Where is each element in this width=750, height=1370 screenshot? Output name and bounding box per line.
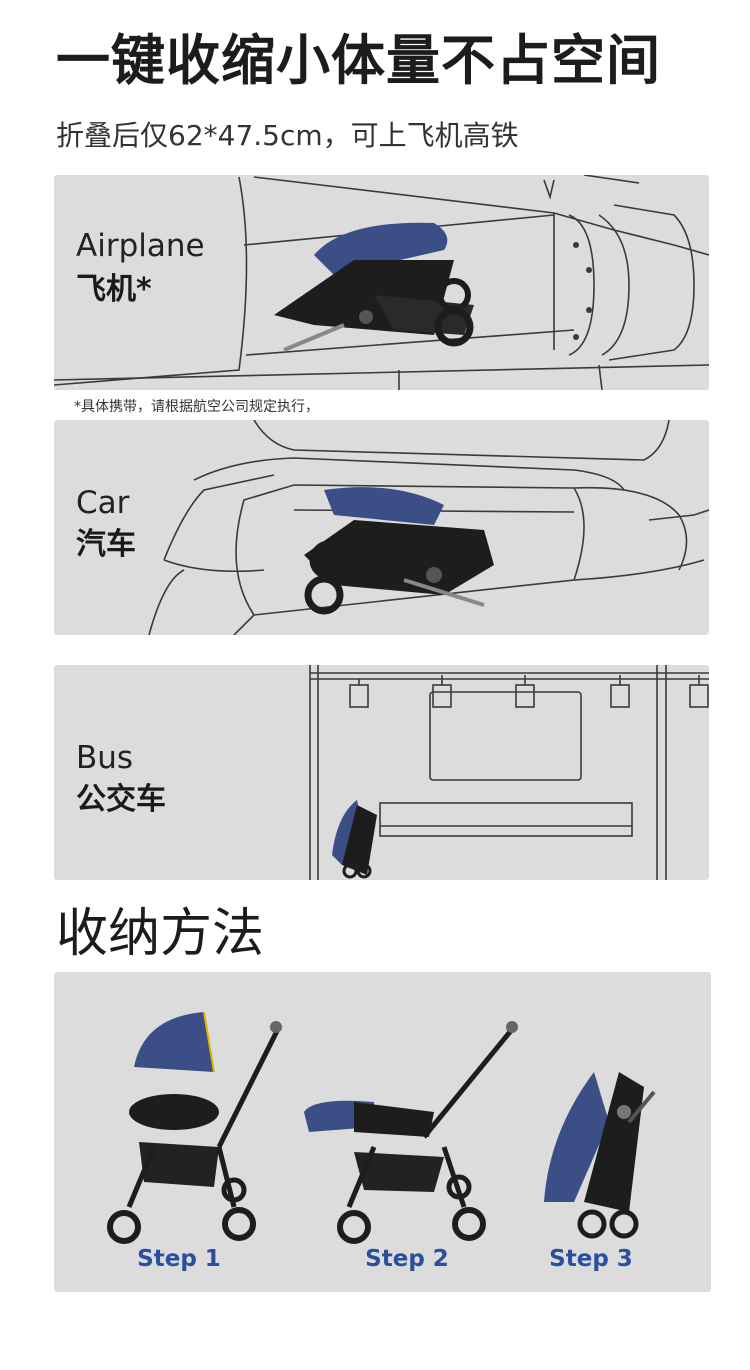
airplane-scene: Airplane 飞机* [54, 175, 709, 390]
car-scene: Car 汽车 [54, 420, 709, 635]
step-3-label: Step 3 [549, 1246, 633, 1272]
bus-scene: Bus 公交车 [54, 665, 709, 880]
scene-label-cn-car: 汽车 [76, 527, 136, 562]
step-2-label: Step 2 [365, 1246, 449, 1272]
folded-stroller-image [274, 222, 474, 352]
folded-stroller-image [332, 800, 377, 879]
page-title: 一键收缩小体量不占空间 [56, 29, 661, 92]
footnote: *具体携带，请根据航空公司规定执行， [74, 399, 319, 415]
folded-stroller-image [304, 487, 494, 615]
scene-label-en-car: Car [76, 485, 130, 521]
steps-illustration [107, 1011, 656, 1244]
stroller-step2-image [304, 1021, 518, 1244]
page-subtitle: 折叠后仅62*47.5cm，可上飞机高铁 [56, 119, 519, 152]
step-1-label: Step 1 [137, 1246, 221, 1272]
scene-label-cn-bus: 公交车 [76, 782, 166, 817]
car-illustration [148, 420, 709, 635]
airplane-illustration [54, 175, 709, 390]
scene-label-cn-airplane: 飞机* [76, 272, 152, 307]
bus-illustration [309, 665, 709, 880]
storage-title: 收纳方法 [56, 904, 265, 964]
stroller-step1-image [107, 1011, 282, 1244]
storage-steps-panel: Step 1 Step 2 Step 3 [54, 972, 711, 1292]
stroller-step3-image [544, 1072, 656, 1239]
scene-label-en-bus: Bus [76, 740, 134, 776]
scene-label-en-airplane: Airplane [76, 228, 205, 264]
